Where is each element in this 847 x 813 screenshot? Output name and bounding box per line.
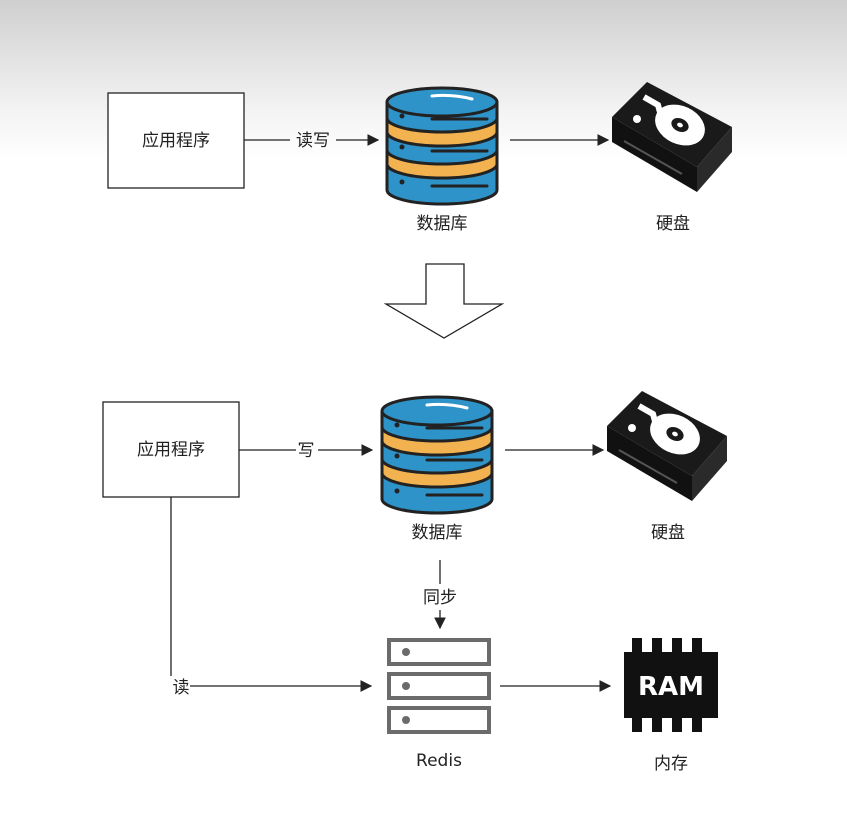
read-label-bg — [168, 676, 190, 698]
ram-chip-text: RAM — [638, 672, 704, 702]
down-arrow-icon — [383, 263, 505, 339]
disk-label-bottom: 硬盘 — [651, 523, 685, 543]
sync-label: 同步 — [423, 588, 457, 608]
redis-label: Redis — [416, 751, 462, 771]
hard-disk-icon — [612, 82, 732, 192]
hard-disk-icon — [607, 391, 727, 501]
app-label-top: 应用程序 — [142, 131, 210, 151]
read-label: 读 — [173, 678, 190, 698]
rw-label: 读写 — [296, 131, 330, 151]
database-icon — [385, 86, 499, 206]
app-label-bottom: 应用程序 — [137, 440, 205, 460]
db-label-top: 数据库 — [417, 214, 468, 234]
memory-label: 内存 — [654, 754, 688, 774]
app-box-bottom — [102, 401, 240, 498]
disk-label-top: 硬盘 — [656, 214, 690, 234]
db-label-bottom: 数据库 — [412, 523, 463, 543]
server-icon — [387, 638, 491, 734]
write-label: 写 — [298, 441, 315, 461]
app-box-top — [107, 92, 245, 189]
database-icon — [380, 395, 494, 515]
ram-chip-icon: RAM — [624, 638, 718, 732]
